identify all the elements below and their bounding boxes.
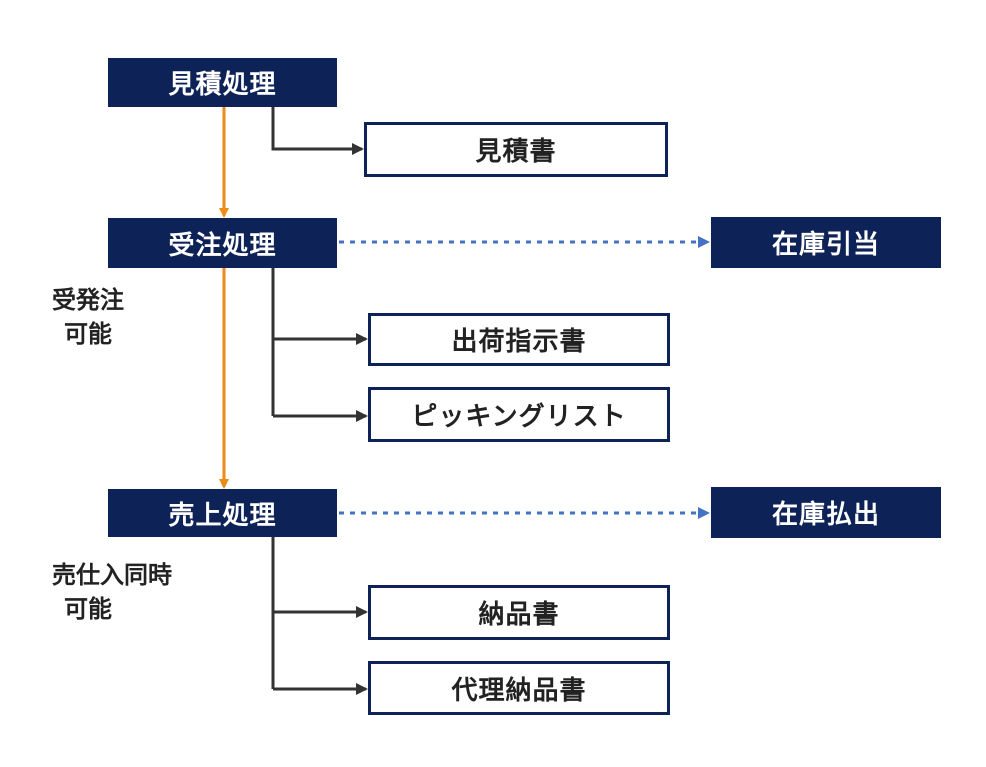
arrow-to-quotation: [271, 107, 364, 155]
proxy-delivery-note-box: 代理納品書: [368, 661, 670, 715]
sales-process-label: 売上処理: [168, 500, 277, 531]
estimate-process-label: 見積処理: [168, 70, 277, 100]
inventory-issue-box: 在庫払出: [711, 487, 941, 538]
delivery-note-box: 納品書: [368, 585, 670, 640]
sales-note-line2: 可能: [64, 595, 112, 623]
sales-note-line1: 売仕入同時: [52, 561, 172, 589]
sales-process-box: 売上処理: [108, 489, 337, 537]
shipping-instruction-label: 出荷指示書: [451, 327, 587, 357]
inventory-allocation-box: 在庫引当: [711, 217, 941, 268]
quotation-document-box: 見積書: [364, 122, 668, 177]
order-note-line2: 可能: [64, 320, 112, 348]
picking-list-label: ピッキングリスト: [411, 402, 627, 432]
order-note-line1: 受発注: [52, 286, 124, 314]
order-process-box: 受注処理: [108, 218, 337, 268]
inventory-allocation-label: 在庫引当: [771, 230, 880, 260]
proxy-delivery-note-label: 代理納品書: [451, 675, 587, 706]
inventory-issue-label: 在庫払出: [771, 500, 880, 530]
order-process-label: 受注処理: [168, 230, 277, 261]
shipping-instruction-box: 出荷指示書: [368, 313, 670, 366]
delivery-note-label: 納品書: [478, 600, 560, 630]
picking-list-box: ピッキングリスト: [368, 387, 670, 442]
order-note: 受発注 可能: [52, 283, 124, 351]
quotation-document-label: 見積書: [475, 137, 557, 167]
sales-note: 売仕入同時 可能: [52, 558, 172, 626]
estimate-process-box: 見積処理: [108, 58, 337, 107]
